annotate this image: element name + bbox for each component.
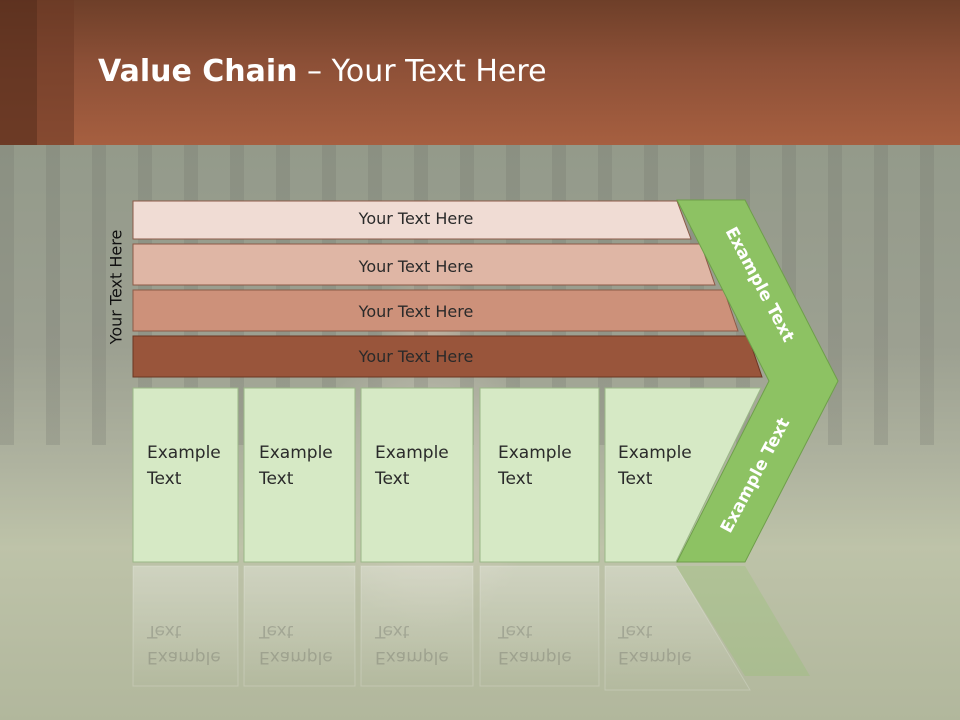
support-row-label: Your Text Here bbox=[358, 302, 474, 321]
support-row-4[interactable] bbox=[132, 335, 763, 378]
activity-box-text: Example bbox=[618, 443, 692, 463]
margin-arrow[interactable] bbox=[676, 199, 839, 563]
activity-box-4[interactable] bbox=[479, 387, 600, 563]
activity-box-text: Example bbox=[147, 443, 221, 463]
header-stripe bbox=[0, 0, 37, 145]
reflection: Example Text Example Text Example Text E… bbox=[132, 565, 810, 691]
activity-box-text: Text bbox=[374, 469, 410, 489]
title-bold: Value Chain bbox=[98, 54, 298, 89]
reflection-text: Example bbox=[259, 647, 333, 667]
activity-box-text: Text bbox=[258, 469, 294, 489]
activity-box-text: Example bbox=[498, 443, 572, 463]
support-row-label: Your Text Here bbox=[358, 257, 474, 276]
support-row-2[interactable] bbox=[132, 243, 716, 286]
activity-box-text: Text bbox=[617, 469, 653, 489]
support-row-1[interactable] bbox=[132, 200, 692, 240]
primary-activities: Example Text Example Text Example Text E… bbox=[132, 387, 762, 563]
slide-title[interactable]: Value Chain – Your Text Here bbox=[98, 54, 547, 89]
reflection-text: Text bbox=[146, 621, 182, 641]
support-row-3[interactable] bbox=[132, 289, 739, 332]
reflection-text: Example bbox=[147, 647, 221, 667]
support-row-label: Your Text Here bbox=[358, 347, 474, 366]
reflection-text: Example bbox=[375, 647, 449, 667]
activity-box-text: Example bbox=[259, 443, 333, 463]
box-reflection bbox=[360, 565, 474, 687]
activity-box-5[interactable] bbox=[604, 387, 762, 563]
title-rest: – Your Text Here bbox=[297, 54, 547, 89]
header-stripe bbox=[37, 0, 74, 145]
activity-box-text: Text bbox=[497, 469, 533, 489]
support-row-label: Your Text Here bbox=[358, 209, 474, 228]
activity-box-1[interactable] bbox=[132, 387, 239, 563]
box-reflection bbox=[243, 565, 356, 687]
box-reflection bbox=[604, 565, 751, 691]
reflection-text: Text bbox=[258, 621, 294, 641]
reflection-text: Text bbox=[617, 621, 653, 641]
box-reflection bbox=[479, 565, 600, 687]
reflection-text: Text bbox=[374, 621, 410, 641]
arrow-reflection bbox=[676, 566, 810, 676]
activity-box-2[interactable] bbox=[243, 387, 356, 563]
activity-box-3[interactable] bbox=[360, 387, 474, 563]
activity-box-text: Text bbox=[146, 469, 182, 489]
support-rows: Your Text Here Your Text Here Your Text … bbox=[132, 200, 763, 378]
title-bar: Value Chain – Your Text Here bbox=[0, 0, 960, 145]
box-reflection bbox=[132, 565, 239, 687]
reflection-text: Text bbox=[497, 621, 533, 641]
activity-box-text: Example bbox=[375, 443, 449, 463]
reflection-text: Example bbox=[498, 647, 572, 667]
reflection-text: Example bbox=[618, 647, 692, 667]
